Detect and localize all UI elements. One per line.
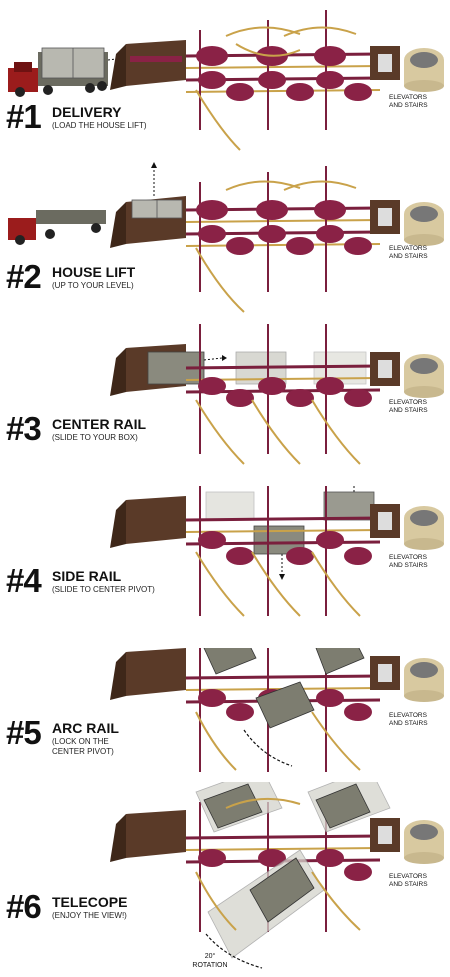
step-number: #5	[6, 714, 42, 751]
house-lift-platform	[110, 40, 186, 90]
step-title: TELECOPE	[52, 894, 128, 910]
step-title: SIDE RAIL	[52, 568, 122, 584]
elevator-core	[370, 656, 444, 702]
step-panel-1: #1 DELIVERY (LOAD THE HOUSE LIFT) ELEVAT…	[0, 0, 450, 162]
house-lift-platform	[110, 496, 186, 548]
rotation-arrow-icon	[243, 729, 293, 767]
step-4-illustration	[110, 486, 444, 617]
pivot-discs	[198, 531, 372, 565]
step-6-illustration	[110, 782, 444, 969]
house-lift-platform	[110, 810, 186, 862]
step-panel-3: #3 CENTER RAIL (SLIDE TO YOUR BOX) ELEVA…	[0, 324, 450, 486]
elevator-core	[370, 352, 444, 398]
elevator-core	[370, 200, 444, 246]
step-subtitle: (UP TO YOUR LEVEL)	[52, 281, 134, 290]
house-lift-platform	[110, 648, 186, 700]
step-subtitle: (ENJOY THE VIEW!)	[52, 911, 127, 920]
telescoped-house-box	[195, 782, 391, 959]
step-number: #6	[6, 888, 42, 925]
step-title: HOUSE LIFT	[52, 264, 136, 280]
rotation-arrow-icon	[205, 933, 263, 969]
house-lift-platform	[110, 196, 186, 248]
step-number: #1	[6, 98, 42, 135]
arc-rails	[195, 26, 357, 151]
step-3-illustration	[110, 324, 444, 465]
rotated-house-box	[203, 648, 365, 729]
step-title: ARC RAIL	[52, 720, 119, 736]
pivot-discs	[196, 200, 372, 255]
arc-rails	[195, 711, 361, 771]
arc-rails	[195, 797, 361, 931]
step-panel-2: #2 HOUSE LIFT (UP TO YOUR LEVEL) ELEVATO…	[0, 162, 450, 324]
truck-icon	[8, 210, 106, 245]
rail-grid	[185, 486, 381, 616]
step-5-illustration	[110, 648, 444, 772]
step-number: #3	[6, 410, 42, 447]
step-2-illustration	[8, 162, 444, 313]
arrow-icon	[203, 357, 223, 361]
step-title: CENTER RAIL	[52, 416, 147, 432]
step-subtitle: (SLIDE TO YOUR BOX)	[52, 433, 138, 442]
step-subtitle: (LOAD THE HOUSE LIFT)	[52, 121, 147, 130]
truck-icon	[8, 47, 108, 97]
step-number: #2	[6, 258, 42, 295]
rail-grid	[185, 10, 381, 130]
elevator-core	[370, 818, 444, 864]
arc-rails	[195, 399, 361, 465]
step-subtitle: (SLIDE TO CENTER PIVOT)	[52, 585, 155, 594]
elevator-core	[370, 46, 444, 92]
pivot-discs	[198, 377, 372, 407]
arc-rails	[195, 180, 357, 313]
step-1-illustration	[8, 10, 444, 151]
arc-rails	[195, 551, 361, 617]
pivot-discs	[196, 46, 372, 101]
step-panel-4: #4 SIDE RAIL (SLIDE TO CENTER PIVOT) ELE…	[0, 486, 450, 648]
pivot-discs	[198, 849, 372, 881]
step-title: DELIVERY	[52, 104, 122, 120]
step-number: #4	[6, 562, 42, 599]
rotation-label: 20°ROTATION	[192, 953, 228, 969]
elevator-core	[370, 504, 444, 550]
